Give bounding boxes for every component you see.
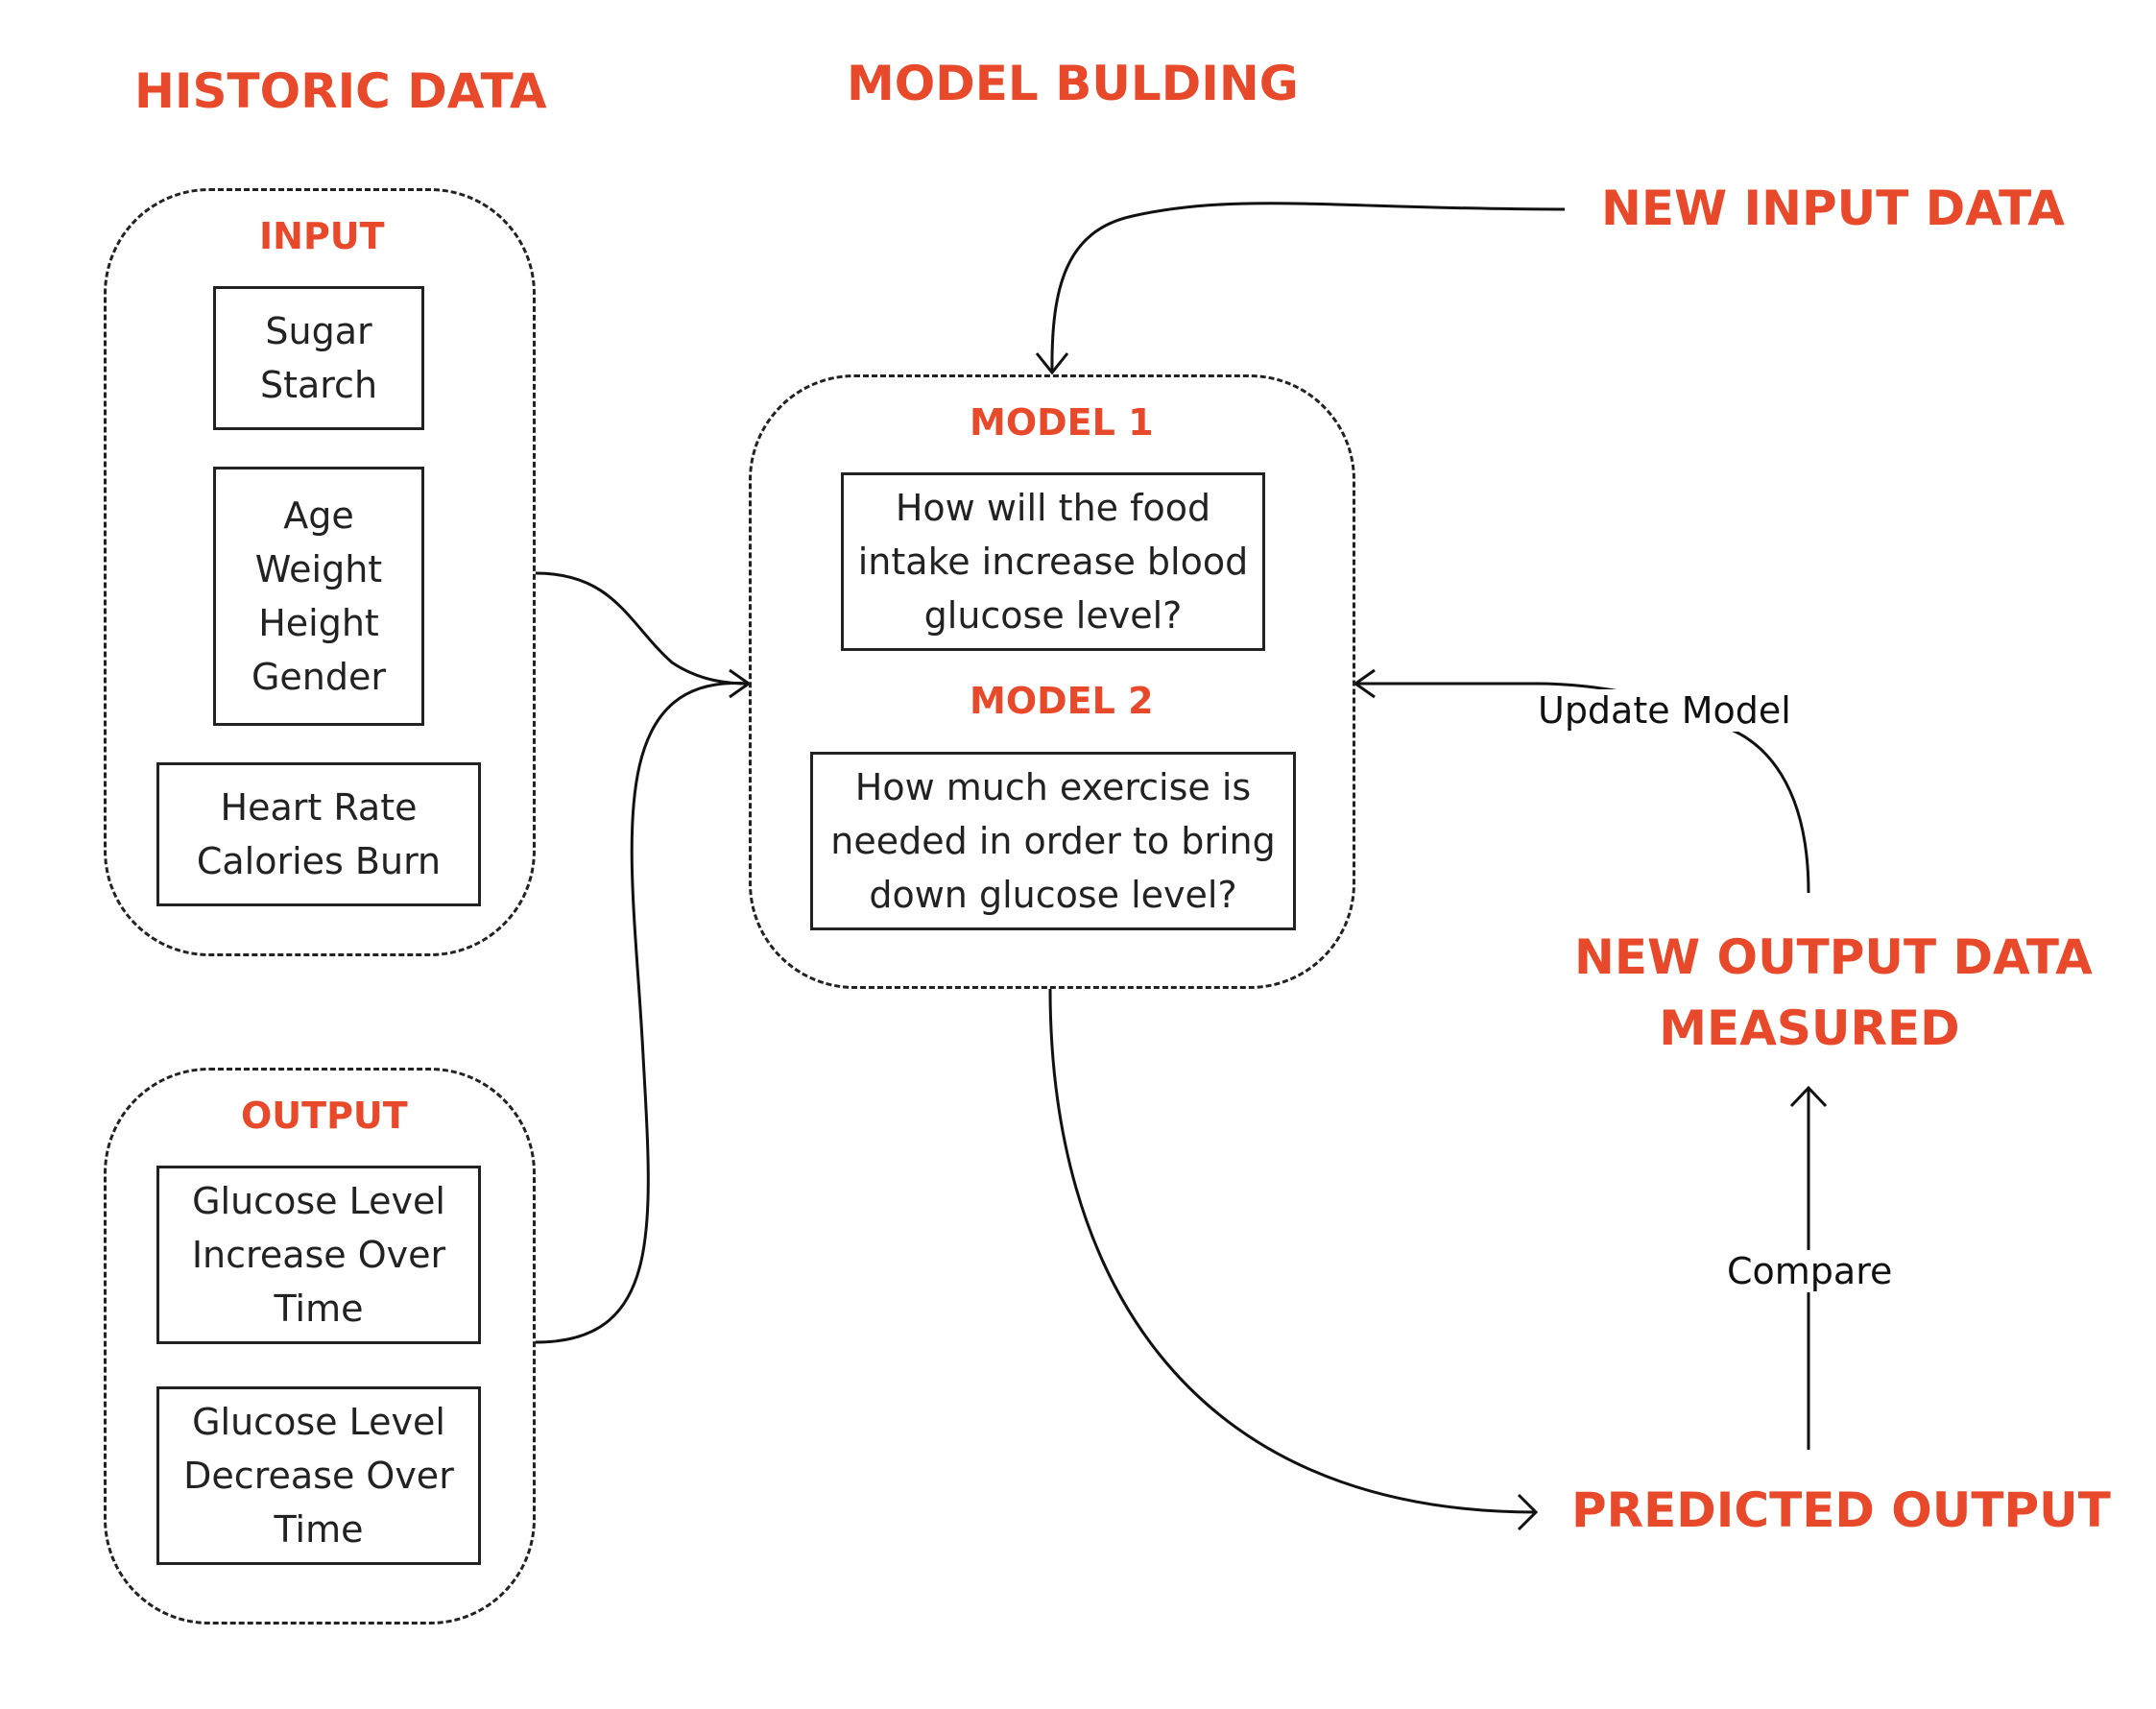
new-input-data-heading: NEW INPUT DATA [1601, 181, 2066, 236]
historic-data-heading: HISTORIC DATA [134, 63, 547, 119]
output-group [104, 1068, 536, 1625]
box-line: intake increase blood [857, 541, 1249, 583]
arrowhead-predicted [1517, 1493, 1539, 1531]
box-line: Sugar [265, 310, 372, 352]
box-line: Calories Burn [196, 840, 442, 882]
output-group-title: OUTPUT [241, 1095, 408, 1137]
output-box-increase: Glucose Level Increase Over Time [156, 1166, 481, 1344]
arrowhead-model-right [1353, 668, 1376, 699]
model-building-heading: MODEL BULDING [847, 56, 1299, 111]
box-line: How will the food [895, 487, 1211, 529]
box-line: Starch [259, 364, 378, 406]
model1-question-box: How will the food intake increase blood … [841, 472, 1265, 651]
model2-title: MODEL 2 [970, 680, 1154, 722]
box-line: Heart Rate [220, 786, 418, 829]
model2-question-box: How much exercise is needed in order to … [810, 752, 1296, 930]
model1-title: MODEL 1 [970, 401, 1154, 444]
box-line: Glucose Level [192, 1180, 445, 1222]
new-output-data-heading: NEW OUTPUT DATA MEASURED [1574, 922, 2093, 1064]
box-line: Age [283, 494, 354, 537]
box-line: Decrease Over [183, 1455, 454, 1497]
predicted-output-heading: PREDICTED OUTPUT [1571, 1482, 2111, 1538]
box-line: Time [274, 1508, 364, 1551]
edge-input-to-model [535, 571, 750, 686]
box-line: down glucose level? [869, 874, 1237, 916]
arrowhead-measured [1789, 1085, 1828, 1108]
new-output-data-line1: NEW OUTPUT DATA [1574, 929, 2093, 985]
edge-output-to-model [535, 682, 750, 1344]
input-box-activity: Heart Rate Calories Burn [156, 762, 481, 906]
new-output-data-line2: MEASURED [1659, 1000, 1960, 1056]
box-line: Weight [254, 548, 383, 590]
box-line: Glucose Level [192, 1401, 445, 1443]
input-box-demographics: Age Weight Height Gender [213, 467, 424, 726]
model-group [749, 374, 1355, 989]
update-model-label: Update Model [1534, 689, 1795, 732]
output-box-decrease: Glucose Level Decrease Over Time [156, 1386, 481, 1565]
box-line: Height [258, 602, 379, 644]
box-line: Time [274, 1288, 364, 1330]
input-group-title: INPUT [259, 215, 385, 257]
box-line: Increase Over [191, 1234, 446, 1276]
arrowhead-model-top [1035, 352, 1069, 375]
box-line: needed in order to bring [830, 820, 1276, 862]
input-box-sugar-starch: Sugar Starch [213, 286, 424, 430]
box-line: glucose level? [923, 594, 1183, 637]
compare-label: Compare [1723, 1250, 1897, 1292]
box-line: Gender [251, 656, 387, 698]
edge-model-to-predicted [1048, 988, 1537, 1514]
edge-new-input-to-model [1050, 202, 1566, 373]
box-line: How much exercise is [854, 766, 1252, 808]
input-group [104, 188, 536, 956]
